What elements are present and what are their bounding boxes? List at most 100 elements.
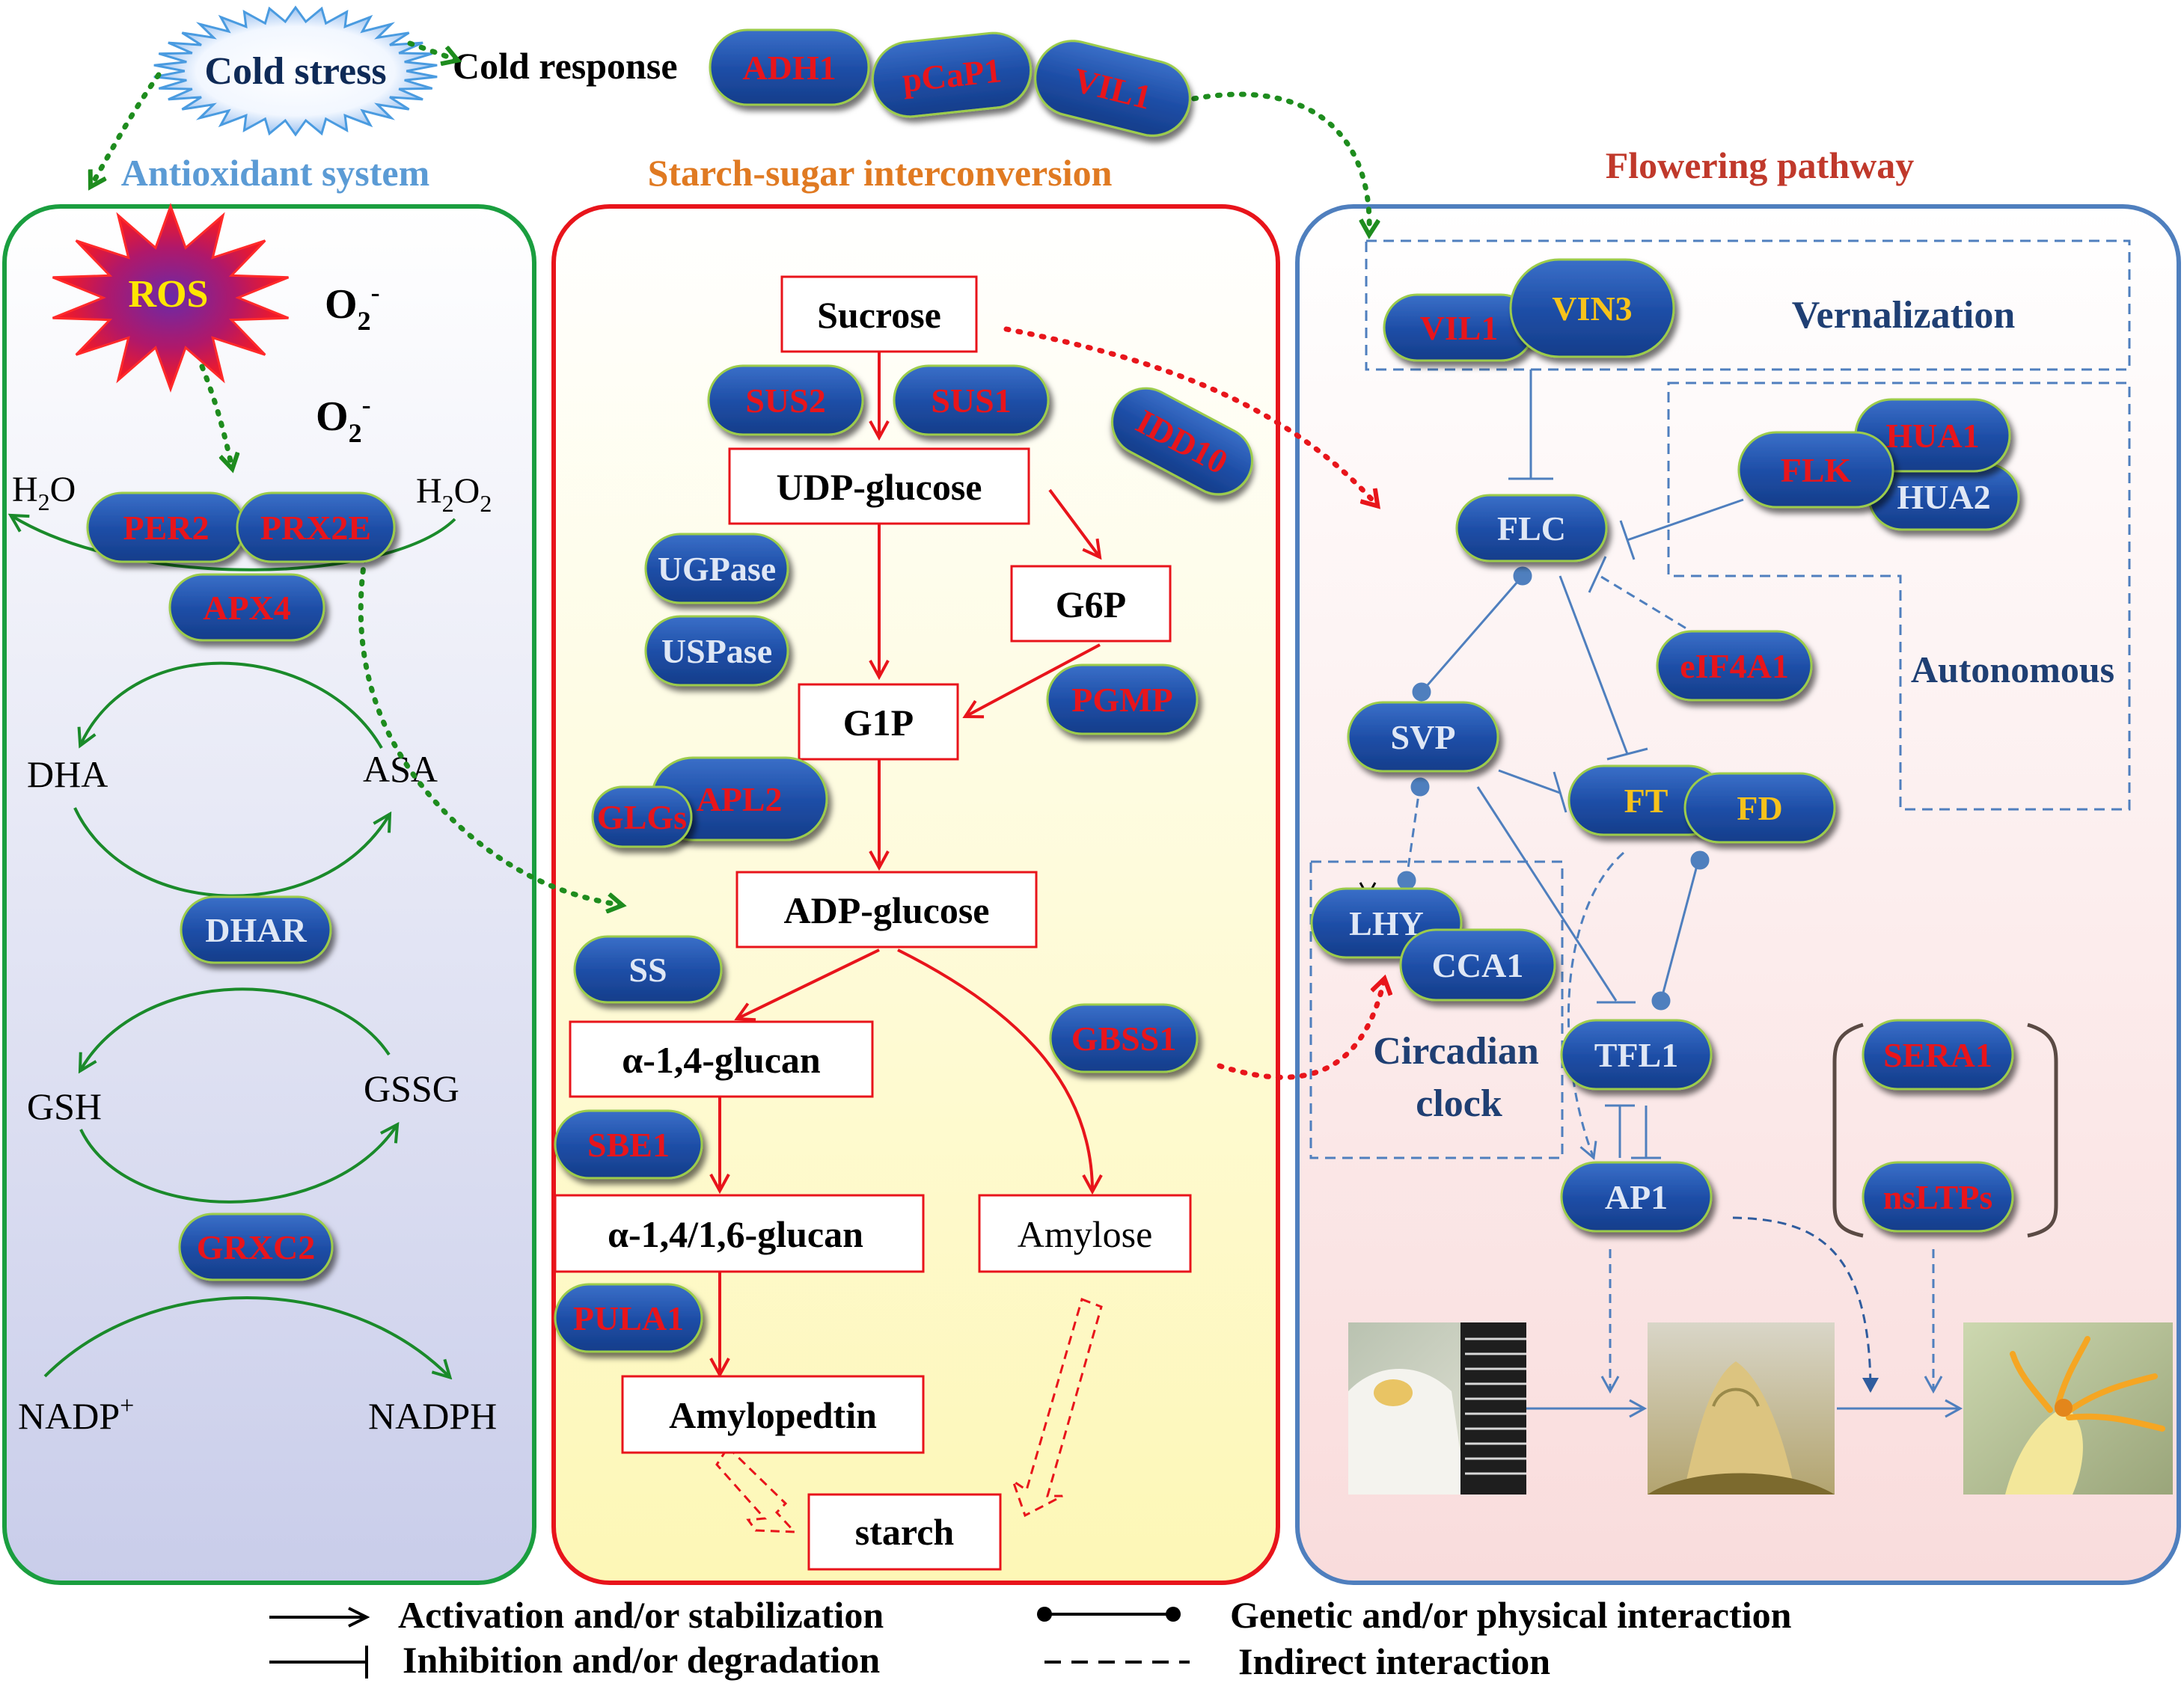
cold-stress-label: Cold stress	[204, 50, 386, 93]
ros-to-peroxidase-arrow	[199, 364, 232, 468]
flowering-title: Flowering pathway	[1606, 144, 1915, 186]
pill-ft-label: FT	[1624, 782, 1668, 820]
cold-stress-burst: Cold stress	[153, 5, 438, 137]
pill-eif4a1-label: eIF4A1	[1680, 647, 1789, 685]
legend-inhibition-label: Inhibition and/or degradation	[403, 1639, 880, 1681]
vernalization-region	[1365, 239, 2131, 371]
pill-prx2e: PRX2E	[236, 491, 396, 563]
legend-genetic-dot-left	[1037, 1607, 1052, 1622]
amylopectin-box	[621, 1375, 925, 1454]
pill-grxc2-label: GRXC2	[197, 1228, 315, 1266]
cold-to-response-arrow	[407, 40, 456, 60]
g1p-box	[798, 683, 959, 761]
dha-label: DHA	[27, 753, 108, 795]
a14-glucan-label: α-1,4-glucan	[622, 1039, 821, 1081]
photo-flower	[1963, 1322, 2173, 1495]
starch-arrows	[720, 352, 1100, 1375]
antioxidant-title: Antioxidant system	[121, 152, 430, 194]
pill-ft: FT	[1567, 764, 1725, 836]
starch-title: Starch-sugar interconversion	[648, 152, 1113, 194]
flowering-edges	[1397, 370, 1963, 1418]
pill-glgs: GLGs	[591, 785, 693, 848]
pill-apl2-label: APL2	[697, 780, 783, 818]
pill-fd: FD	[1683, 772, 1836, 844]
nadp-label: NADP+	[18, 1392, 134, 1437]
a146-glucan-box	[554, 1194, 925, 1273]
pill-hua1: HUA1	[1854, 398, 2011, 473]
photo-floral-primordium	[1648, 1322, 1835, 1495]
pill-vin3-label: VIN3	[1552, 289, 1632, 328]
pill-apl2: APL2	[650, 756, 828, 842]
cold-to-antioxidant-arrow	[91, 72, 162, 186]
ros-burst: ROS	[52, 203, 290, 393]
svg-text:O2-: O2-	[316, 390, 371, 448]
pill-hua2: HUA2	[1868, 462, 2020, 531]
pill-gbss1-label: GBSS1	[1071, 1020, 1177, 1058]
amylose-label: Amylose	[1018, 1213, 1153, 1255]
pill-flc-label: FLC	[1497, 509, 1566, 548]
pill-vil1-label: VIL1	[1420, 309, 1499, 347]
pill-adh1: ADH1	[709, 28, 870, 106]
pill-tfl1: TFL1	[1560, 1019, 1713, 1091]
circadian-label: Circadian	[1373, 1030, 1539, 1073]
legend: Activation and/or stabilization Inhibiti…	[269, 1594, 1792, 1682]
pill-per2-label: PER2	[123, 509, 209, 547]
g6p-label: G6P	[1056, 583, 1126, 625]
a146-glucan-label: α-1,4/1,6-glucan	[608, 1213, 863, 1255]
pill-eif4a1: eIF4A1	[1656, 630, 1813, 702]
pill-pula1: PULA1	[554, 1283, 703, 1353]
pill-svp: SVP	[1347, 701, 1499, 773]
pill-sus2-label: SUS2	[745, 381, 825, 420]
pill-sbe1-label: SBE1	[587, 1126, 670, 1164]
circadian-region	[1309, 860, 1564, 1159]
pill-svp-label: SVP	[1391, 718, 1456, 756]
pill-sus2: SUS2	[707, 364, 864, 436]
pill-cca1: CCA1	[1399, 928, 1556, 1002]
gssg-label: GSSG	[364, 1067, 459, 1109]
gsh-to-gssg-curve	[79, 1126, 397, 1204]
pill-lhy-label: LHY	[1349, 904, 1424, 942]
pill-nsltps-label: nsLTPs	[1883, 1178, 1993, 1216]
pill-ugpase: UGPase	[644, 533, 789, 604]
pill-sbe1: SBE1	[554, 1109, 703, 1180]
vil1-to-flowering-arrow	[1179, 91, 1369, 233]
pill-apx4-label: APX4	[203, 589, 291, 627]
adp-glucose-label: ADP-glucose	[784, 889, 990, 931]
gssg-to-gsh-curve	[81, 987, 391, 1070]
pill-gbss1: GBSS1	[1049, 1003, 1199, 1073]
pill-pcap1: pCaP1	[871, 31, 1033, 118]
pill-adh1-label: ADH1	[742, 49, 836, 87]
pill-prx2e-label: PRX2E	[260, 509, 371, 547]
ros-label: ROS	[129, 273, 209, 316]
pill-hua1-label: HUA1	[1885, 417, 1979, 455]
sucrose-to-flc-arrow	[1003, 326, 1377, 505]
pill-fd-label: FD	[1737, 789, 1782, 827]
g6p-box	[1010, 565, 1172, 643]
pill-pgmp-label: PGMP	[1071, 681, 1172, 719]
pill-sera1: SERA1	[1862, 1019, 2014, 1091]
udp-glucose-box	[728, 447, 1030, 525]
pill-grxc2: GRXC2	[178, 1213, 334, 1281]
pill-apx4: APX4	[168, 573, 325, 642]
a14-glucan-box	[569, 1020, 874, 1098]
pill-vil1: VIL1	[1383, 293, 1535, 362]
pill-flc: FLC	[1455, 494, 1608, 562]
superoxide-2: O2-	[316, 390, 371, 448]
antioxidant-panel	[2, 204, 536, 1585]
pill-vil1-top: VIL1	[1034, 40, 1191, 137]
pill-per2: PER2	[86, 491, 246, 563]
pill-ap1: AP1	[1560, 1161, 1713, 1233]
amylopectin-label: Amylopedtin	[669, 1394, 877, 1436]
dha-to-asa-curve	[73, 807, 389, 898]
nadp-to-nadph-curve	[43, 1296, 449, 1376]
pill-flk: FLK	[1737, 431, 1894, 509]
pill-hua2-label: HUA2	[1897, 478, 1990, 516]
autonomous-label: Autonomous	[1911, 649, 2114, 690]
legend-indirect-label: Indirect interaction	[1238, 1640, 1550, 1682]
asa-to-dha-curve	[81, 661, 383, 749]
pill-dhar-label: DHAR	[205, 911, 307, 949]
pill-tfl1-label: TFL1	[1594, 1036, 1678, 1074]
pill-sus1: SUS1	[893, 364, 1050, 436]
cold-response-label: Cold response	[453, 45, 678, 87]
